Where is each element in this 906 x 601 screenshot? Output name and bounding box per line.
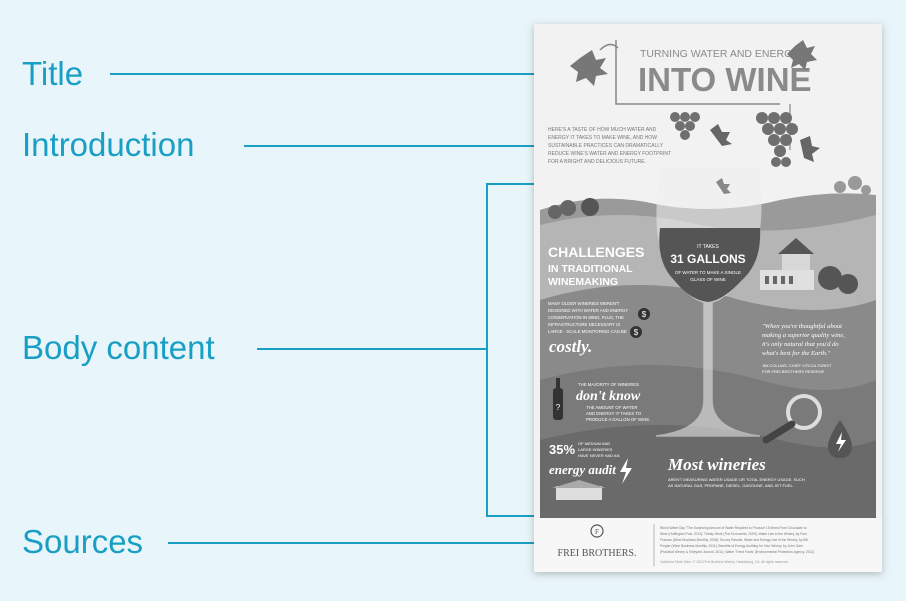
dont-know-text: don't know: [576, 389, 641, 404]
winery-building-icon: [556, 486, 602, 500]
sources-line: Frances (Wine Business Monthly, 2008); S…: [660, 538, 808, 542]
energy-audit-text: energy audit: [549, 462, 616, 477]
gallons-subtext: GLASS OF WINE: [690, 277, 726, 282]
wine-glass-illustration: IT TAKES 31 GALLONS OF WATER TO MAKE A S…: [655, 167, 762, 437]
intro-line: HERE'S A TASTE OF HOW MUCH WATER AND: [548, 127, 657, 133]
annotation-title: Title: [22, 55, 84, 92]
quote-line: what's best for the Earth.": [762, 350, 830, 357]
gallons-subtext: OF WATER TO MAKE A SINGLE: [675, 270, 741, 275]
challenges-heading: IN TRADITIONAL: [548, 263, 633, 275]
majority-block: ? THE MAJORITY OF WINERIES don't know TH…: [553, 378, 650, 422]
dollar-icon: [630, 326, 642, 338]
poster-footer: F FREI BROTHERS. World Water Day "The Su…: [534, 518, 882, 572]
sources-line: Wine (Huffington Post, 2013); Thirsty Wo…: [660, 532, 807, 536]
annotation-sources: Sources: [22, 523, 144, 560]
brand-name: FREI BROTHERS.: [558, 548, 637, 559]
costly-text: INFRASTRUCTURE NECESSARY IS: [548, 322, 620, 327]
intro-line: SUSTAINABLE PRACTICES CAN DRAMATICALLY: [548, 143, 664, 149]
svg-text:?: ?: [556, 403, 561, 412]
majority-subtext: PRODUCE A GALLON OF WINE.: [586, 417, 650, 422]
svg-text:$: $: [642, 310, 647, 319]
leaf-icon: [570, 50, 608, 86]
percent-figure: 35%: [549, 442, 575, 457]
costly-text: DESIGNED WITH WATER AND ENERGY: [548, 308, 628, 313]
percent-subtext: LARGE WINERIES: [578, 447, 613, 452]
quote-line: making a superior quality wine,: [762, 332, 845, 339]
magnifier-illustration: [762, 394, 852, 458]
quote-attribution: FOR FREI BROTHERS RESERVE: [762, 369, 824, 374]
lightning-icon: [620, 458, 632, 484]
body-bracket-bottom: [486, 515, 534, 517]
dollar-icon: [638, 308, 650, 320]
svg-text:$: $: [634, 328, 639, 337]
annotation-introduction: Introduction: [22, 126, 195, 163]
poster-title-block: TURNING WATER AND ENERGY INTO WINE: [570, 40, 817, 150]
challenges-heading: CHALLENGES: [548, 244, 644, 260]
quote-line: "When you're thoughtful about: [762, 323, 842, 330]
connector-title: [110, 73, 630, 75]
sources-line: World Water Day "The Surprising Amount o…: [660, 526, 807, 530]
annotation-body-content: Body content: [22, 329, 215, 366]
most-wineries-subtext: AS NATURAL GAS, PROPANE, DIESEL, GASOLIN…: [668, 483, 794, 488]
intro-line: REDUCE WINE'S WATER AND ENERGY FOOTPRINT: [548, 151, 671, 157]
sources-line: (Practical Winery & Vineyard Journal, 20…: [660, 550, 814, 554]
costly-word: costly.: [549, 337, 592, 356]
connector-body-content: [257, 348, 487, 350]
most-wineries-subtext: AREN'T MEASURING WATER USAGE OR TOTAL EN…: [668, 477, 805, 482]
sources-line: Pregler (Wine Business Monthly, 2011); B…: [660, 544, 803, 548]
challenges-heading: WINEMAKING: [548, 276, 618, 288]
most-wineries-block: Most wineries AREN'T MEASURING WATER USA…: [667, 455, 805, 488]
copyright-line: California Table Wine. © 2013 Frei Broth…: [660, 560, 789, 564]
quote-block: "When you're thoughtful about making a s…: [762, 323, 845, 374]
quote-line: it's only natural that you'd do: [762, 341, 839, 348]
wine-bottle-icon: [553, 388, 563, 420]
percent-subtext: HAVE NEVER HAD AN: [578, 453, 620, 458]
body-bracket: [486, 183, 488, 517]
gallons-figure: 31 GALLONS: [670, 252, 745, 266]
costly-text: MANY OLDER WINERIES WEREN'T: [548, 301, 620, 306]
brand-logo-icon: [590, 524, 604, 538]
grapes-illustration: [670, 112, 820, 167]
costly-text: LARGE - SCALE MONITORING CAN BE: [548, 329, 627, 334]
majority-subtext: THE AMOUNT OF WATER: [586, 405, 637, 410]
challenges-block: CHALLENGES IN TRADITIONAL WINEMAKING MAN…: [548, 244, 650, 356]
intro-line: ENERGY IT TAKES TO MAKE WINE, AND HOW: [548, 135, 657, 141]
body-bracket-top: [486, 183, 534, 185]
energy-audit-block: 35% OF MEDIUM AND LARGE WINERIES HAVE NE…: [549, 441, 632, 500]
poster-title-big: INTO WINE: [638, 61, 812, 98]
gallons-intro: IT TAKES: [697, 244, 719, 250]
poster-title-small: TURNING WATER AND ENERGY: [640, 48, 799, 60]
connector-sources: [168, 542, 534, 544]
majority-subtext: AND ENERGY IT TAKES TO: [586, 411, 642, 416]
quote-attribution: JIM COLLINS, CHIEF VITICULTURIST: [762, 363, 832, 368]
connector-introduction: [244, 145, 534, 147]
poster-intro: HERE'S A TASTE OF HOW MUCH WATER AND ENE…: [548, 127, 671, 165]
leaf-icon: [787, 40, 817, 70]
costly-text: CONSERVATION IN MIND, PLUS, THE: [548, 315, 624, 320]
percent-subtext: OF MEDIUM AND: [578, 441, 610, 446]
intro-line: FOR A BRIGHT AND DELICIOUS FUTURE.: [548, 159, 646, 165]
most-wineries-heading: Most wineries: [667, 455, 766, 474]
brand-logo-letter: F: [595, 528, 599, 536]
majority-heading: THE MAJORITY OF WINERIES: [578, 382, 639, 387]
